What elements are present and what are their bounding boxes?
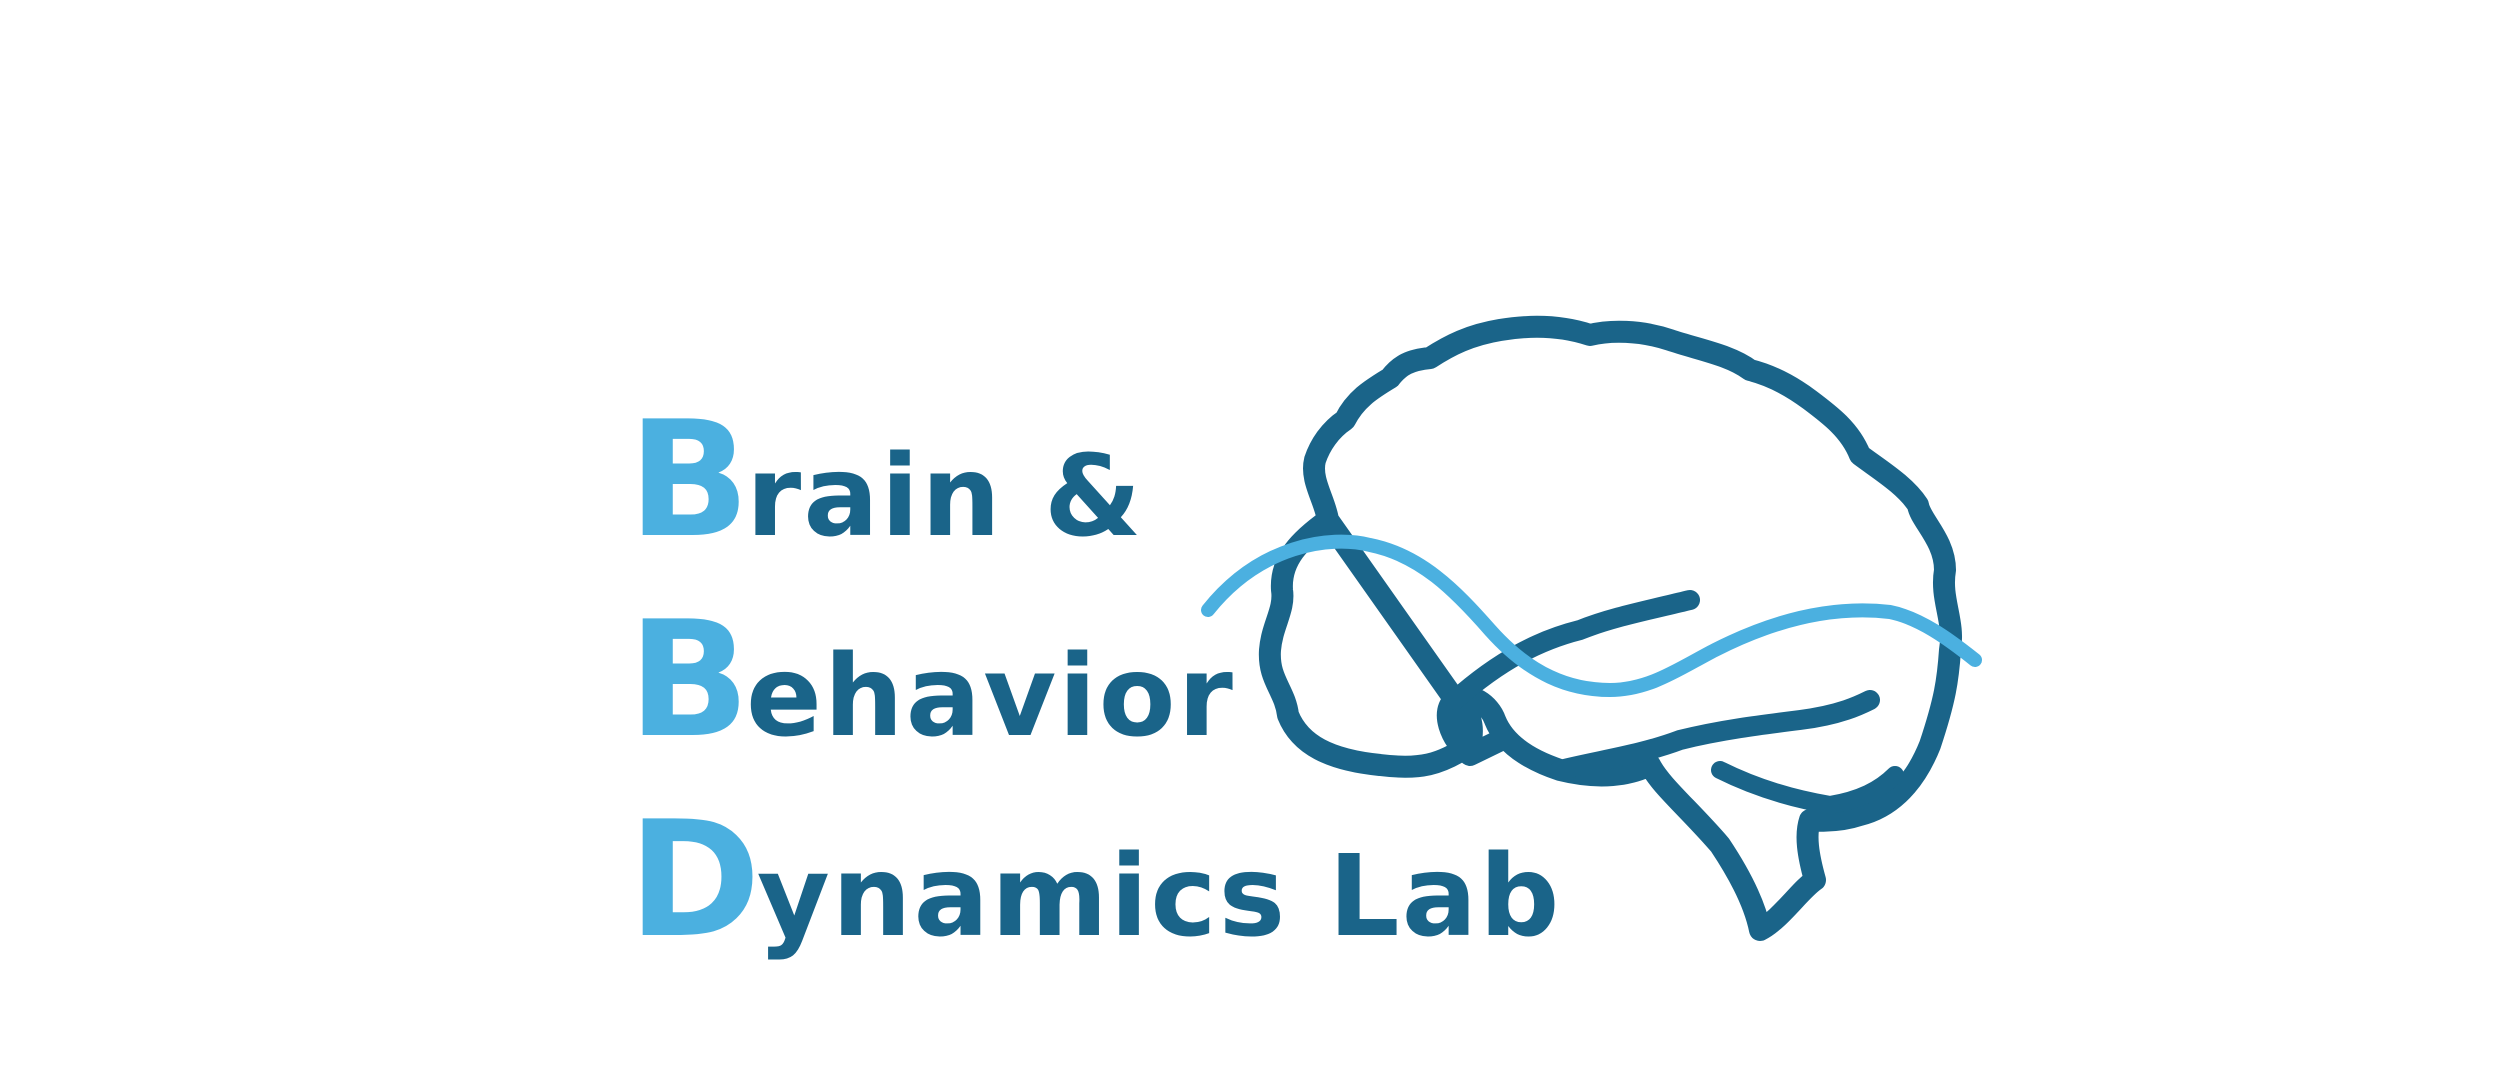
lab-name-initial-b2: B: [628, 586, 750, 773]
brain-wave: [1201, 534, 1982, 698]
brain-fold-cerebellum: [1711, 761, 1904, 815]
brain-fold-upper: [1445, 590, 1700, 710]
brain-fold-temporal: [1550, 690, 1880, 780]
lab-name-line-2: Behavior: [628, 600, 1235, 760]
lab-name-initial-b1: B: [628, 386, 750, 573]
lab-name-line-1: Brain &: [628, 400, 1144, 560]
lab-name-initial-d: D: [628, 786, 761, 973]
lab-name-word-dynamics-lab: ynamics Lab: [756, 832, 1562, 962]
lab-name-word-behavior: ehavior: [745, 632, 1235, 762]
lab-name-line-3: Dynamics Lab: [628, 800, 1561, 960]
lab-name-word-brain: rain &: [745, 432, 1144, 562]
